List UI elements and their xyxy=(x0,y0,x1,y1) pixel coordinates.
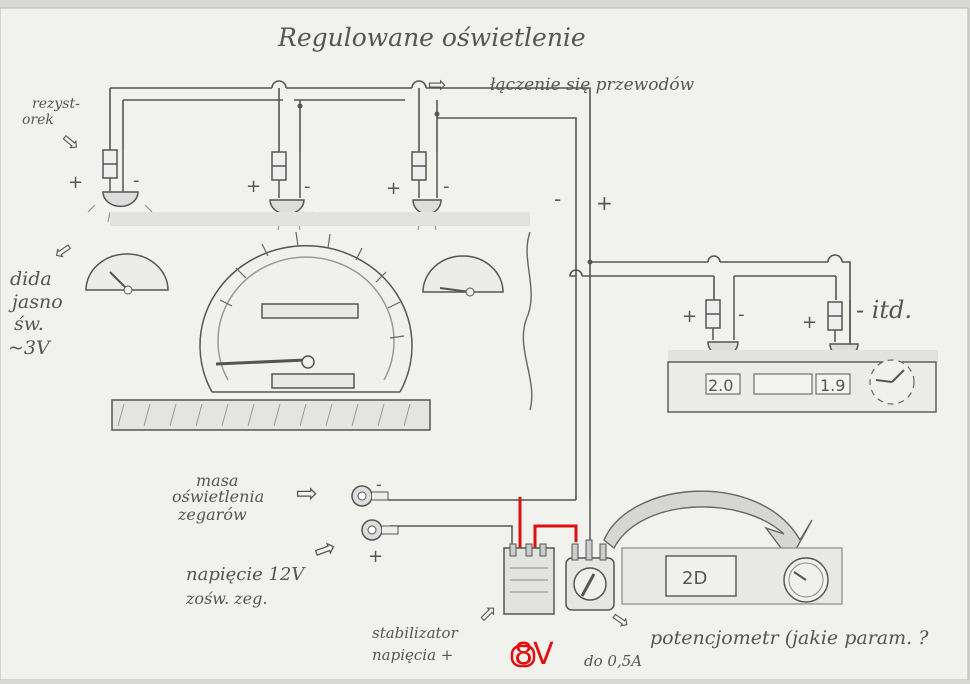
stabilizer-label: napięcia + xyxy=(372,646,453,664)
panel-shading xyxy=(110,212,530,226)
ground-minus-sign: - xyxy=(376,475,382,494)
speedometer xyxy=(199,245,413,393)
junction-dot xyxy=(297,103,303,109)
potentiometer xyxy=(565,539,615,611)
gauge-left-value: 2.0 xyxy=(708,376,733,395)
bus-minus-sign: - xyxy=(554,187,561,211)
junction-dot xyxy=(434,111,440,117)
plus-sign: + xyxy=(682,306,697,327)
red-annotation-wires xyxy=(518,497,578,548)
ground-connector xyxy=(351,485,389,507)
gauge-small-right xyxy=(422,255,504,297)
minus-sign: - xyxy=(133,170,140,191)
junction-dot xyxy=(587,259,593,265)
minus-sign: - xyxy=(304,176,311,197)
ground-label: zegarów xyxy=(177,505,247,524)
voltage-highlight xyxy=(510,644,536,668)
gauge-small-left xyxy=(85,253,169,295)
supply-plus-sign: + xyxy=(368,546,383,567)
junction-label: łączenie się przewodów xyxy=(490,75,695,95)
lower-right-panel: 2D xyxy=(621,547,843,605)
voltage-stabilizer xyxy=(503,543,555,615)
right-panel-shading xyxy=(668,350,938,362)
top-bus-wires xyxy=(109,80,591,500)
supply-label: zośw. zeg. xyxy=(185,589,267,608)
led-unit-center: + - xyxy=(246,151,311,215)
led-label: św. xyxy=(14,313,44,335)
resistor-label: rezyst- xyxy=(32,96,80,112)
lower-wires xyxy=(388,499,591,548)
stabilizer-label: stabilizator xyxy=(372,624,459,642)
diagram-title: Regulowane oświetlenie xyxy=(277,23,586,52)
plus-sign: + xyxy=(68,172,83,193)
supply-connector xyxy=(361,519,399,541)
speedometer-ticks xyxy=(219,231,405,339)
plus-sign: + xyxy=(802,312,817,333)
led-label: ~3V xyxy=(8,337,52,359)
dashboard-trim xyxy=(111,399,431,431)
led-label: dida xyxy=(10,268,52,290)
minus-sign: - xyxy=(443,176,450,197)
ground-arrow-icon: ⇨ xyxy=(296,479,318,509)
led-unit-left: + - xyxy=(68,149,140,208)
resistor-label: orek xyxy=(22,112,54,128)
potentiometer-label: potencjometr (jakie param. ? xyxy=(650,627,929,649)
box-label: 2D xyxy=(682,568,707,589)
cut-line xyxy=(522,231,533,411)
gauge-right-value: 1.9 xyxy=(820,376,845,395)
curved-arrow-icon xyxy=(603,490,813,562)
led-label: jasno xyxy=(8,291,63,313)
stabilizer-label: do 0,5A xyxy=(584,652,642,670)
etc-label: - itd. xyxy=(856,296,912,324)
ground-label: oświetlenia xyxy=(172,487,264,506)
plus-sign: + xyxy=(246,176,261,197)
minus-sign: - xyxy=(738,304,745,325)
supply-label: napięcie 12V xyxy=(186,564,306,585)
led-unit-right: + - xyxy=(386,151,450,215)
junction-arrow-icon: ⇨ xyxy=(428,73,446,98)
right-display-panel: 2.0 1.9 xyxy=(667,359,937,413)
bus-plus-sign: + xyxy=(596,191,613,215)
plus-sign: + xyxy=(386,178,401,199)
led-bulb-icon xyxy=(102,191,139,208)
right-bus-wires xyxy=(569,254,851,500)
ground-label: masa xyxy=(196,471,238,490)
